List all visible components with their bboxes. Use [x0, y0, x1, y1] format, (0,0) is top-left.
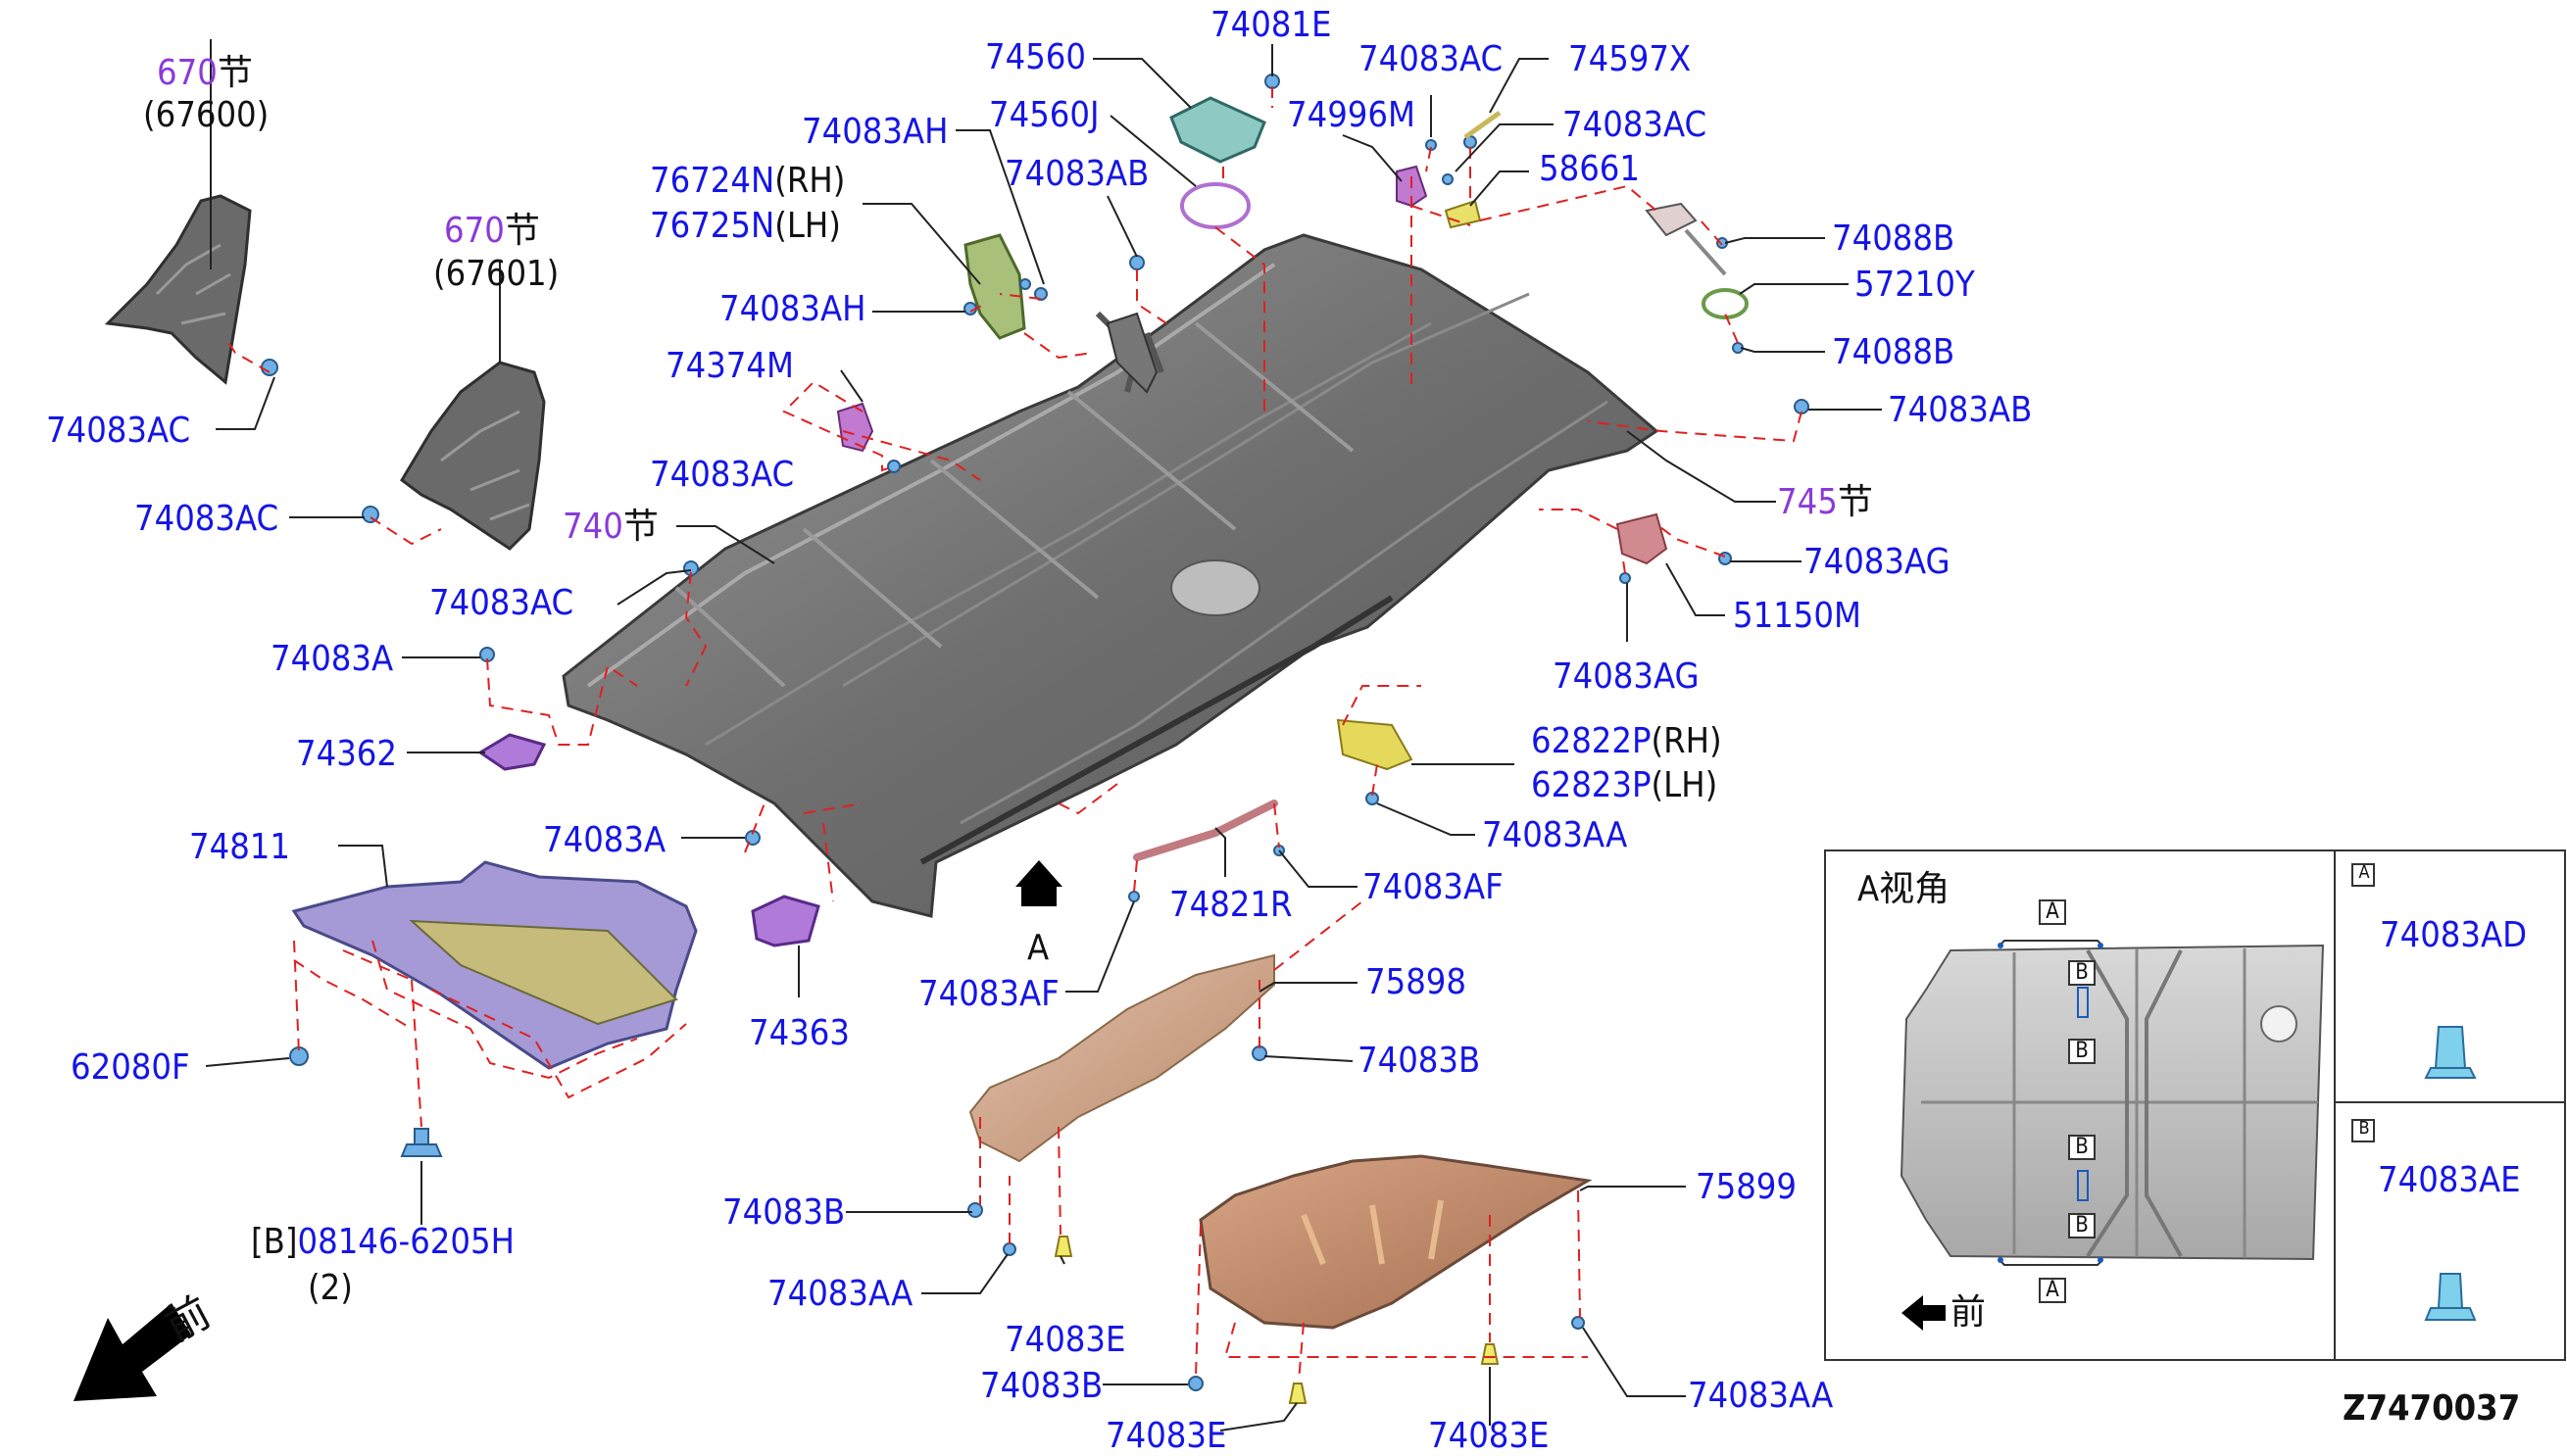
clip-74083E-2: [1288, 1383, 1308, 1404]
label-74362[interactable]: 74362: [296, 734, 398, 774]
bracket-62822P: [1336, 718, 1413, 771]
label-62822P[interactable]: 62822P(RH): [1531, 721, 1722, 761]
label-75899[interactable]: 75899: [1696, 1167, 1798, 1207]
label-74083B-2[interactable]: 74083B: [722, 1192, 846, 1233]
label-74083E-2[interactable]: 74083E: [1106, 1416, 1227, 1456]
label-74083AA-1[interactable]: 74083AA: [1482, 815, 1628, 855]
label-74083B-3[interactable]: 74083B: [980, 1366, 1104, 1406]
inset-marker-b-1: B: [2068, 960, 2096, 986]
label-74083AC-left1[interactable]: 74083AC: [46, 411, 191, 451]
pillar-67601: [400, 361, 546, 551]
inset-marker-a-top: A: [2039, 899, 2066, 925]
inset-front-label: 前: [1950, 1292, 1987, 1333]
fasteners: [261, 73, 1809, 1391]
inset-marker-a-bottom: A: [2039, 1278, 2066, 1303]
inset-marker-b-2: B: [2068, 1039, 2096, 1064]
label-51150M[interactable]: 51150M: [1733, 596, 1861, 636]
label-74083AB-mid[interactable]: 74083AB: [1005, 154, 1150, 194]
label-74083A-2[interactable]: 74083A: [543, 820, 666, 860]
label-74083AH-left[interactable]: 74083AH: [719, 289, 866, 329]
clip-74597X: [1463, 110, 1502, 140]
label-74083AC-tr[interactable]: 74083AC: [1358, 39, 1504, 79]
label-74996M[interactable]: 74996M: [1287, 95, 1415, 135]
lid-74560: [1169, 96, 1266, 164]
label-74088B-2[interactable]: 74088B: [1832, 332, 1955, 372]
diagram-code: Z7470037: [2343, 1388, 2521, 1429]
striker-57210Y: [1645, 202, 1749, 319]
label-74374M[interactable]: 74374M: [666, 346, 794, 386]
rod-74821R: [1133, 800, 1278, 861]
label-745[interactable]: 745节: [1777, 482, 1873, 522]
inset-marker-b-4: B: [2068, 1213, 2096, 1238]
label-57210Y[interactable]: 57210Y: [1854, 265, 1975, 305]
label-08146-6205H[interactable]: [B]08146-6205H: [251, 1222, 515, 1262]
bolt-08146: [400, 1128, 443, 1157]
label-75898[interactable]: 75898: [1365, 962, 1467, 1002]
label-74081E[interactable]: 74081E: [1210, 5, 1332, 45]
clip-74083E-1: [1054, 1236, 1073, 1257]
label-view-a: A: [1027, 928, 1050, 968]
inset-marker-b-3: B: [2068, 1135, 2096, 1160]
label-74811[interactable]: 74811: [189, 827, 291, 867]
label-74560J[interactable]: 74560J: [989, 95, 1100, 135]
floor-pan: [562, 233, 1659, 918]
label-74083B-1[interactable]: 74083B: [1358, 1041, 1481, 1081]
inset-box-a-letter: A: [2358, 862, 2370, 883]
label-74083AG-2[interactable]: 74083AG: [1553, 656, 1700, 697]
label-74597X[interactable]: 74597X: [1568, 39, 1692, 79]
label-67601: (67601): [433, 254, 560, 294]
label-74083AA-2[interactable]: 74083AA: [767, 1274, 913, 1314]
label-740[interactable]: 740节: [563, 507, 659, 547]
label-62080F[interactable]: 62080F: [71, 1047, 190, 1088]
tray-74811: [291, 860, 698, 1070]
label-74083AB-right[interactable]: 74083AB: [1888, 390, 2033, 430]
label-74083AH-top[interactable]: 74083AH: [802, 112, 949, 152]
label-74821R[interactable]: 74821R: [1169, 885, 1293, 925]
cover-75899: [1199, 1154, 1593, 1330]
label-74083AC-center[interactable]: 74083AC: [650, 455, 795, 495]
assembly-lines: [224, 86, 1802, 1383]
leader-lines: [205, 39, 1882, 1432]
label-67600: (67600): [143, 95, 270, 135]
bracket-74362: [477, 733, 547, 771]
label-74083AA-3[interactable]: 74083AA: [1688, 1376, 1834, 1416]
tunnel-bracket: [1106, 312, 1159, 394]
label-74083AD[interactable]: 74083AD: [2380, 915, 2528, 955]
bracket-74363: [751, 895, 820, 947]
seal-74560J: [1180, 182, 1251, 229]
label-74083AF-1[interactable]: 74083AF: [1362, 867, 1504, 907]
label-58661[interactable]: 58661: [1539, 149, 1641, 189]
label-74083A-1[interactable]: 74083A: [271, 639, 394, 679]
clip-74083E-3: [1480, 1343, 1500, 1365]
label-74088B-1[interactable]: 74088B: [1832, 218, 1955, 259]
pillar-67600: [104, 194, 252, 385]
inset-box-b-letter: B: [2358, 1118, 2370, 1139]
front-arrow-icon: [74, 1303, 191, 1401]
label-74083E-1[interactable]: 74083E: [1005, 1320, 1126, 1360]
label-74083AE[interactable]: 74083AE: [2378, 1160, 2521, 1200]
label-62823P[interactable]: 62823P(LH): [1531, 765, 1718, 805]
bracket-58661: [1444, 199, 1482, 229]
bracket-51150M: [1615, 512, 1668, 565]
bracket-76724N: [963, 233, 1026, 340]
inset-title: A视角: [1857, 869, 1950, 909]
label-74083AF-2[interactable]: 74083AF: [918, 974, 1060, 1014]
label-76724N[interactable]: 76724N(RH): [650, 161, 846, 201]
label-74083E-3[interactable]: 74083E: [1428, 1416, 1550, 1456]
label-74083AC-tr2[interactable]: 74083AC: [1562, 105, 1707, 145]
label-670-a[interactable]: 670节: [157, 53, 253, 93]
label-74083AC-left3[interactable]: 74083AC: [429, 583, 574, 623]
label-74083AC-left2[interactable]: 74083AC: [134, 499, 279, 539]
label-76725N[interactable]: 76725N(LH): [650, 206, 841, 246]
label-74083AG-1[interactable]: 74083AG: [1803, 542, 1950, 582]
label-74560[interactable]: 74560: [985, 37, 1087, 77]
label-08146-qty: (2): [308, 1268, 353, 1308]
inset-panel: [1824, 849, 2566, 1361]
view-arrow-head: [1015, 860, 1062, 887]
label-74363[interactable]: 74363: [749, 1013, 851, 1053]
label-670-b[interactable]: 670节: [444, 211, 540, 251]
